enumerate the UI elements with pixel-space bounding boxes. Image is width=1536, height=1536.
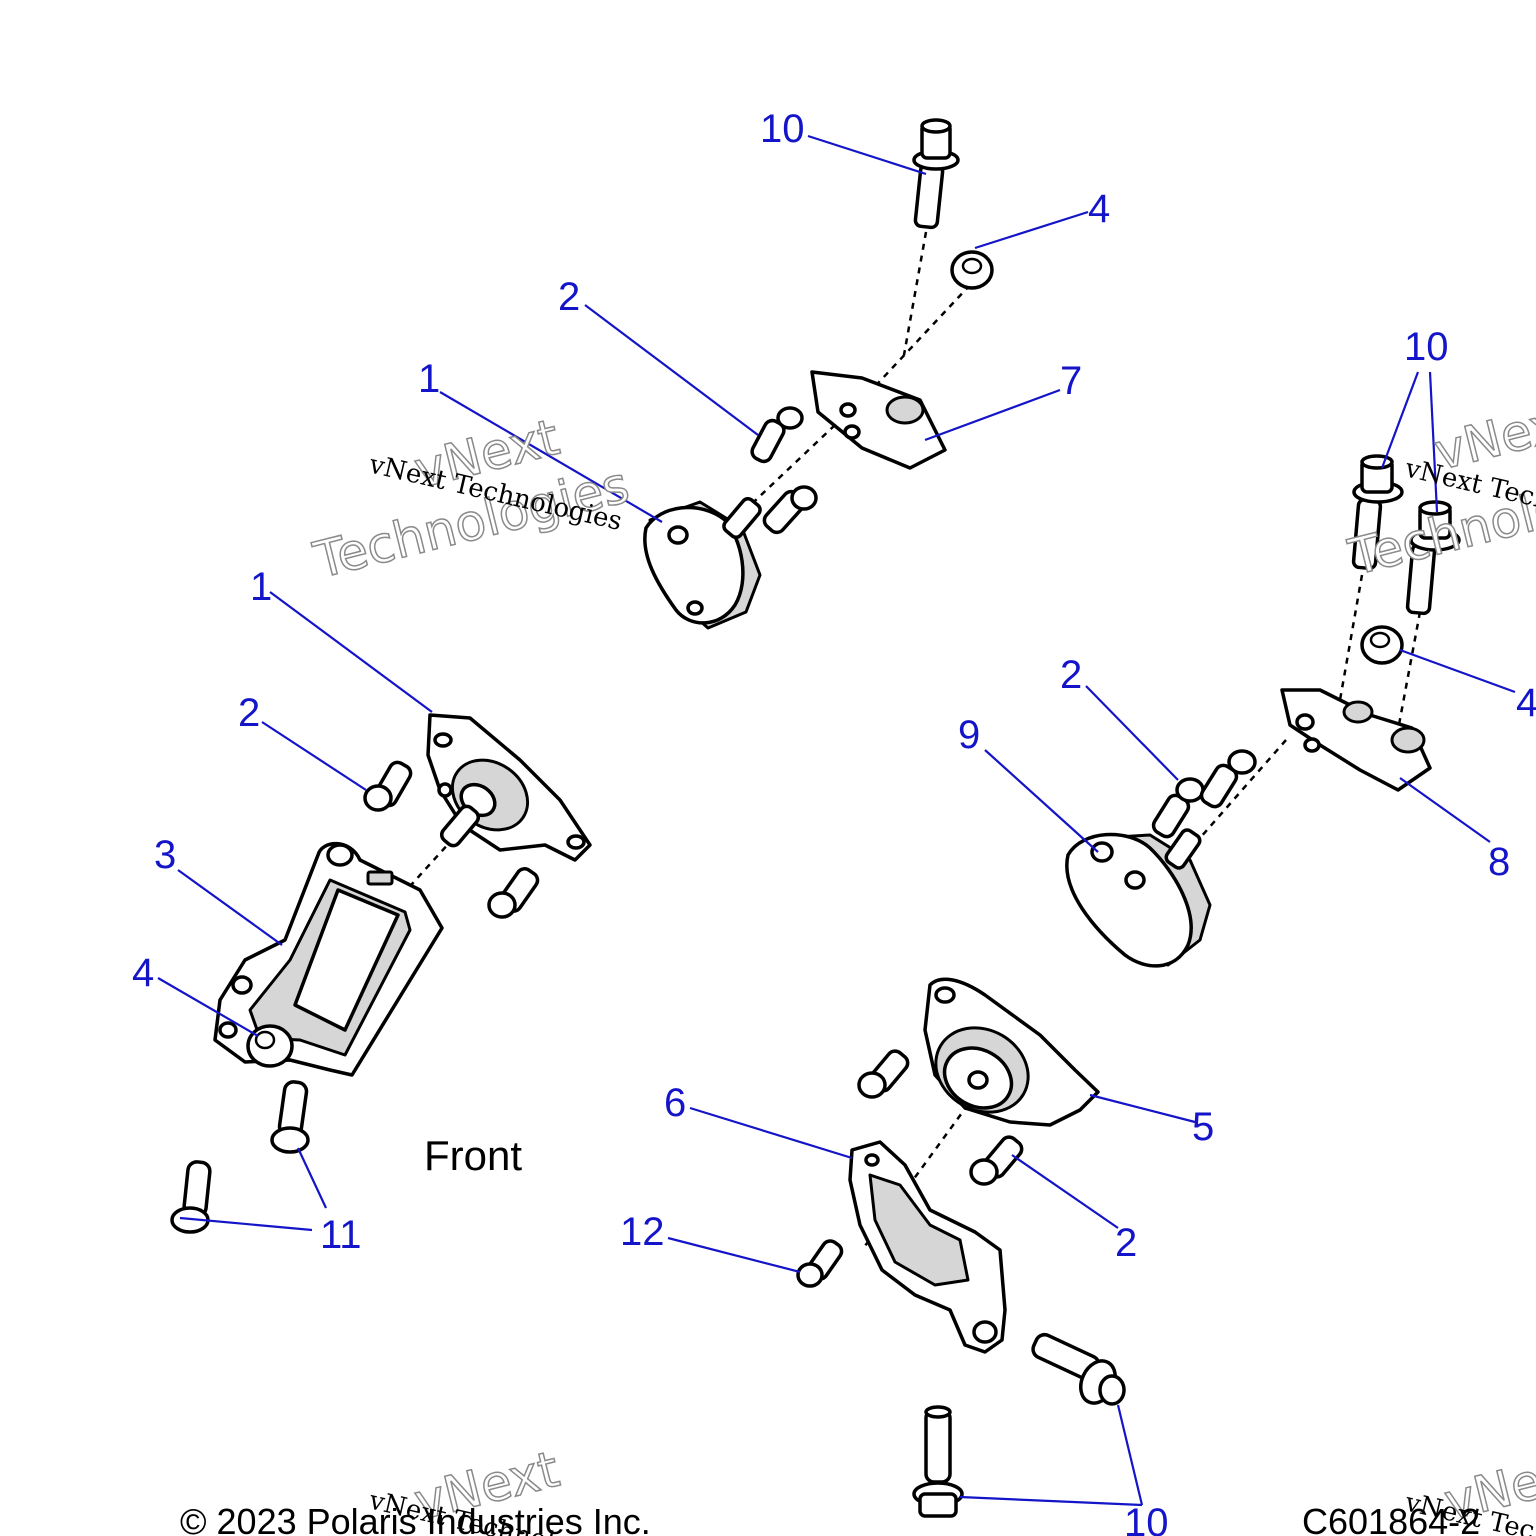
callout-7: 7 xyxy=(1060,359,1082,403)
flange-bolt-right-b xyxy=(1405,500,1461,616)
screw-top-b xyxy=(762,485,818,535)
flange-bolt-bottom-b xyxy=(912,1405,964,1518)
callout-2-right: 2 xyxy=(1060,653,1082,697)
flange-bolt-bottom-a xyxy=(1031,1332,1126,1406)
leader-lines xyxy=(157,134,1516,1507)
screw-left-b xyxy=(487,867,540,919)
bracket-part-7 xyxy=(810,370,947,470)
callout-12: 12 xyxy=(620,1210,665,1254)
callout-5: 5 xyxy=(1192,1105,1214,1149)
callout-9: 9 xyxy=(958,713,980,757)
screw-11-a xyxy=(270,1080,310,1154)
callout-4-left: 4 xyxy=(132,951,154,995)
flange-nut-right xyxy=(1360,625,1404,665)
callout-6: 6 xyxy=(664,1081,686,1125)
bracket-part-6 xyxy=(848,1140,1007,1354)
callout-2-left: 2 xyxy=(238,691,260,735)
callout-8: 8 xyxy=(1488,840,1510,884)
top-assembly xyxy=(643,118,994,630)
callout-11: 11 xyxy=(320,1213,362,1257)
screw-11-b xyxy=(170,1160,212,1234)
bottom-assembly xyxy=(796,977,1126,1518)
callout-4-top: 4 xyxy=(1088,187,1110,231)
front-label: Front xyxy=(424,1132,522,1179)
screw-left-a xyxy=(363,760,413,812)
flange-bolt-right-a xyxy=(1351,454,1404,571)
engine-mount-left xyxy=(426,713,592,862)
bracket-part-8 xyxy=(1280,688,1432,792)
engine-mount-part-9 xyxy=(1065,828,1212,968)
callout-1-top: 1 xyxy=(418,357,440,401)
bracket-part-3 xyxy=(213,841,444,1077)
callout-10-right: 10 xyxy=(1404,325,1449,369)
engine-mount-top xyxy=(643,496,762,630)
watermarks: vNext Technologies vNext Technologies vN… xyxy=(307,389,1536,1536)
callout-numbers: 10 4 2 1 7 1 2 3 4 11 10 2 9 4 8 6 5 12 … xyxy=(132,107,1536,1536)
callout-2-bottom: 2 xyxy=(1115,1221,1137,1265)
callout-1-left: 1 xyxy=(250,565,272,609)
screw-bottom-b xyxy=(969,1135,1024,1186)
left-assembly xyxy=(170,713,592,1234)
engine-mount-part-5 xyxy=(923,977,1100,1127)
screw-12 xyxy=(796,1239,844,1288)
screw-bottom-a xyxy=(857,1049,910,1099)
flange-nut-top xyxy=(950,250,994,290)
right-assembly xyxy=(1065,454,1461,968)
callout-3: 3 xyxy=(154,833,176,877)
callout-4-right: 4 xyxy=(1516,681,1536,725)
drawing-number: C601864-2 xyxy=(1302,1501,1480,1536)
screw-right-b xyxy=(1199,749,1257,809)
callout-10-top: 10 xyxy=(760,107,805,151)
flange-bolt-top xyxy=(912,118,960,230)
callout-10-bottom: 10 xyxy=(1124,1501,1169,1536)
copyright-notice: © 2023 Polaris Industries Inc. xyxy=(180,1501,651,1536)
flange-nut-left xyxy=(246,1024,294,1068)
screw-right-a xyxy=(1151,777,1205,839)
screw-top-a xyxy=(750,406,804,464)
callout-2-top: 2 xyxy=(558,275,580,319)
